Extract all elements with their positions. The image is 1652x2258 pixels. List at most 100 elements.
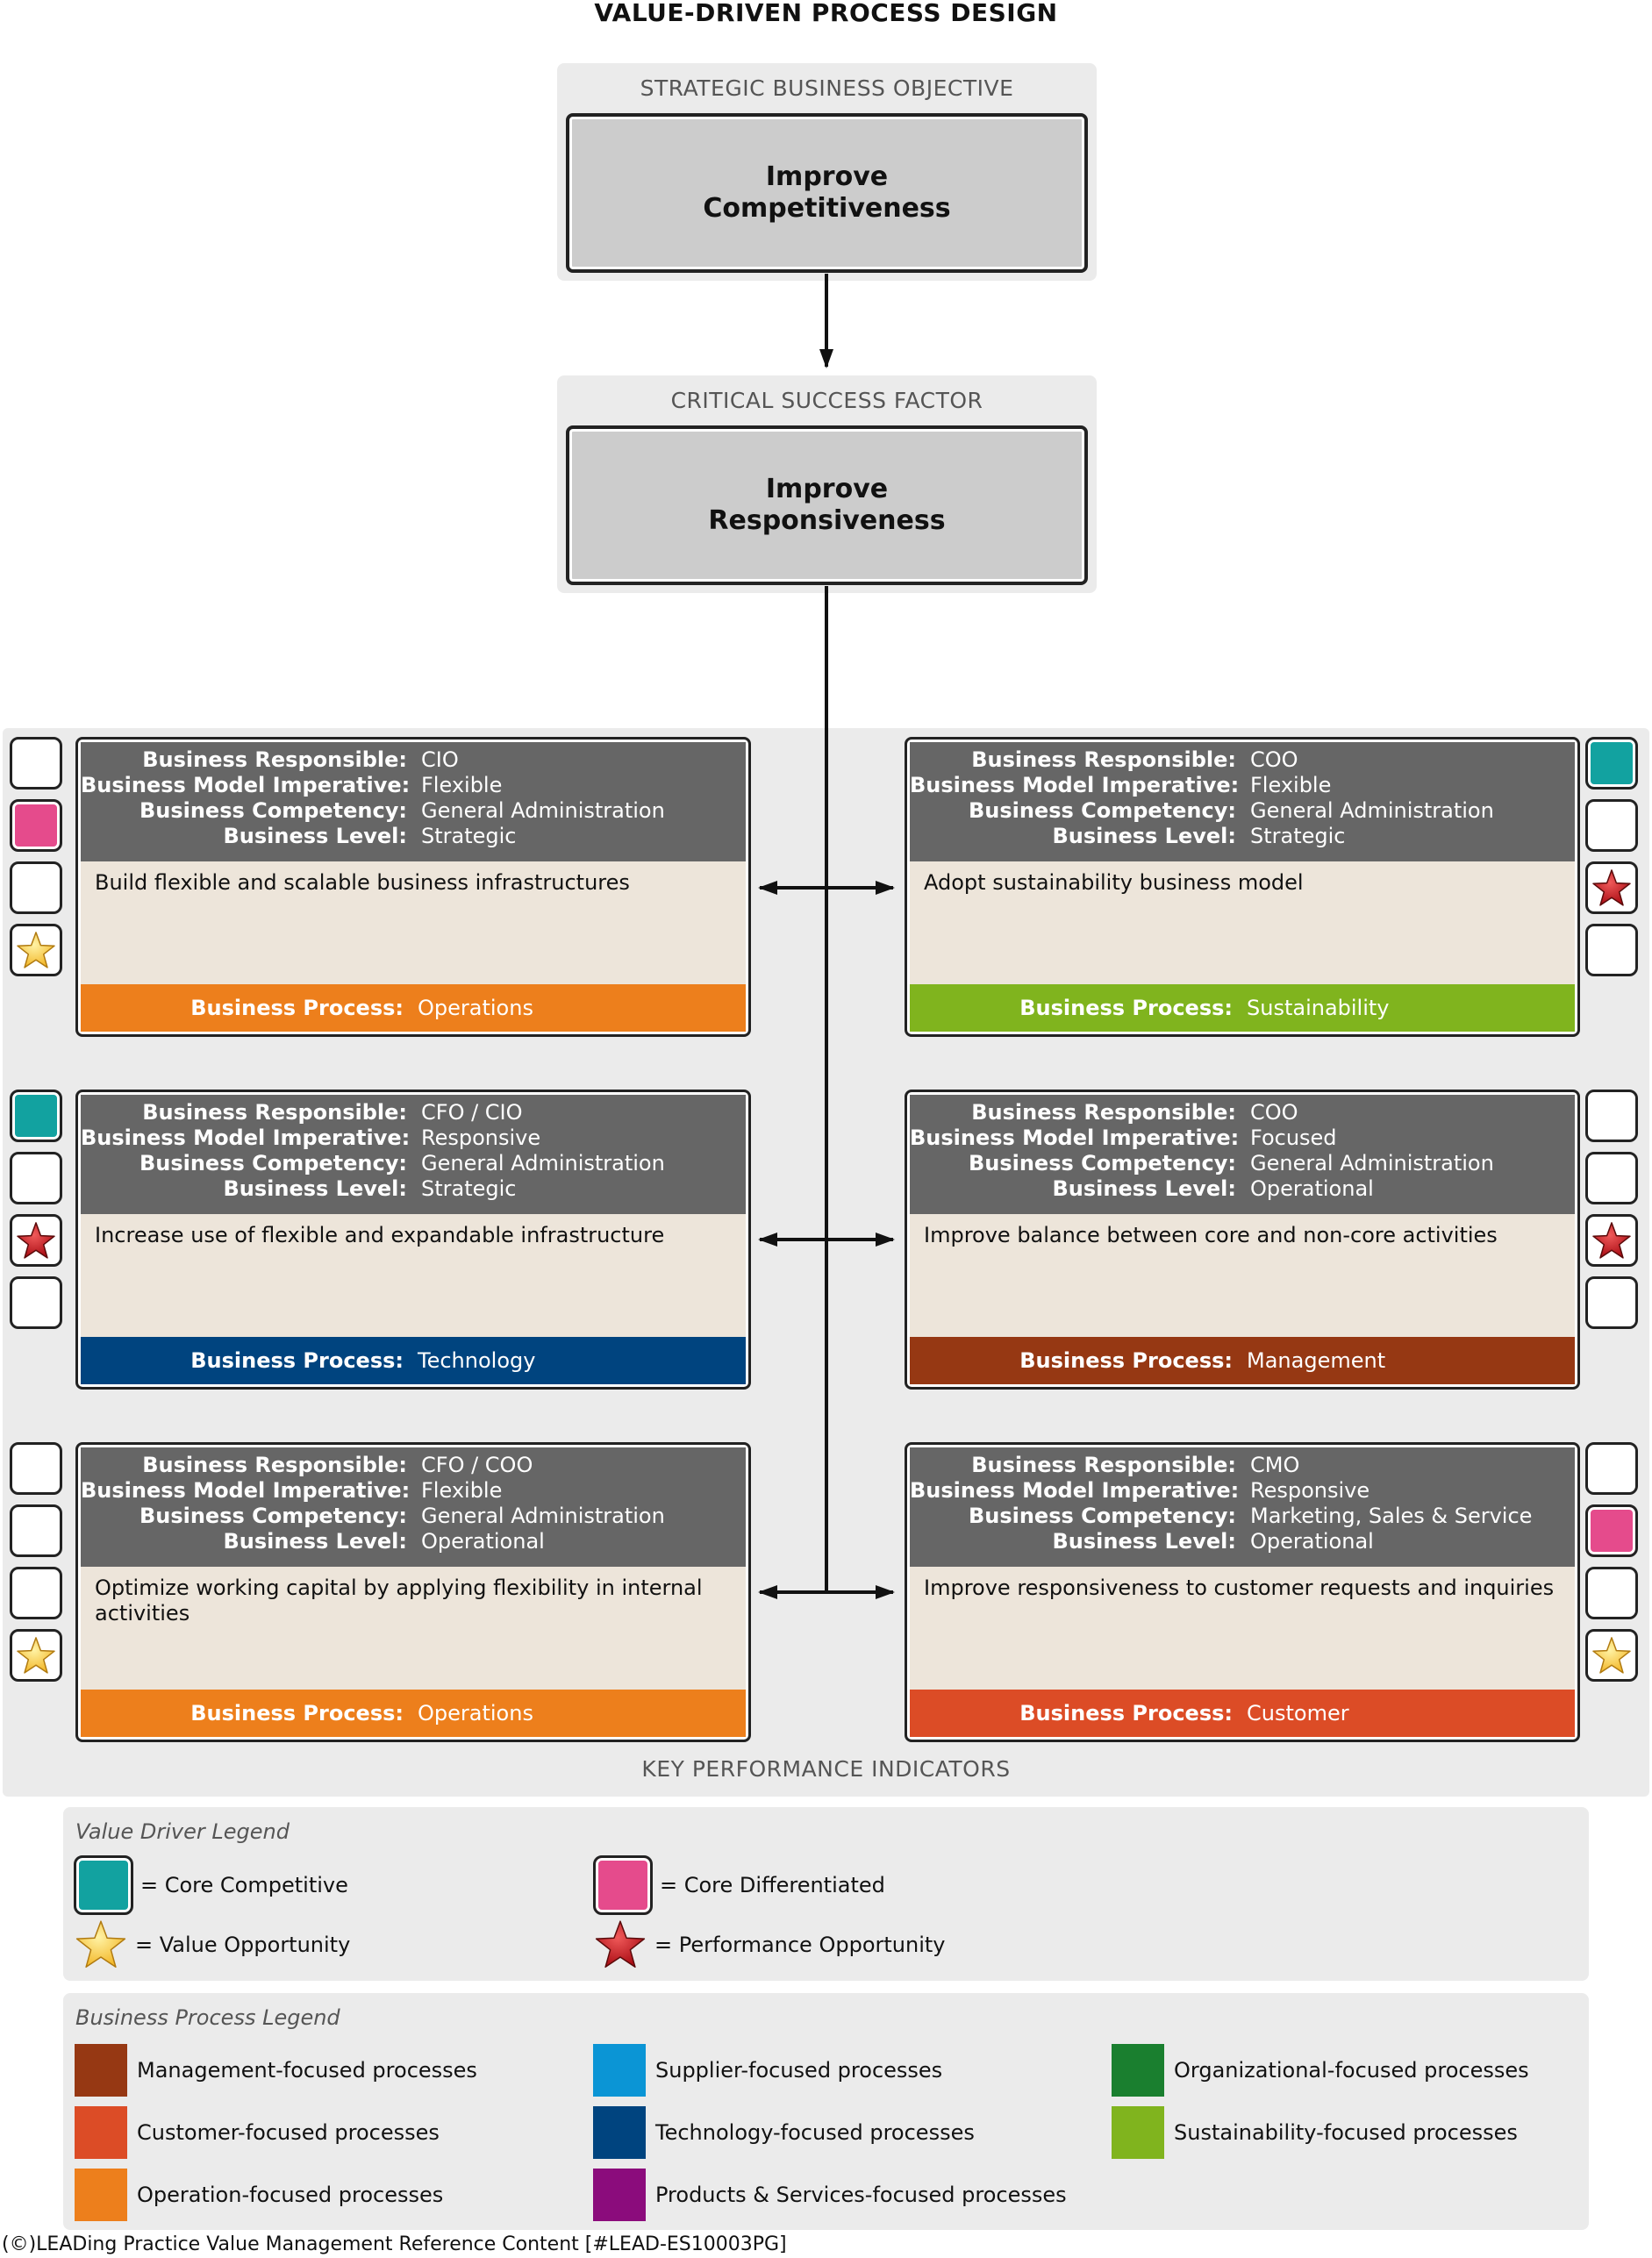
process-color-swatch — [593, 2169, 646, 2221]
value-driver-indicator-core-competitive[interactable] — [10, 1090, 62, 1142]
business-model-imperative-value: Focused — [1250, 1125, 1337, 1150]
strategic-objective-label: STRATEGIC BUSINESS OBJECTIVE — [640, 75, 1014, 101]
business-responsible-label: Business Responsible: — [971, 1100, 1236, 1125]
business-responsible-label: Business Responsible: — [142, 1100, 407, 1125]
value-driver-indicator-empty[interactable] — [1585, 799, 1638, 852]
card-description: Improve responsiveness to customer reque… — [924, 1576, 1555, 1600]
legend-label: = Core Differentiated — [660, 1873, 885, 1897]
business-level-row: Business Level:Operational — [910, 1529, 1575, 1554]
business-model-imperative-row: Business Model Imperative: Focused — [910, 1125, 1575, 1151]
business-level-label: Business Level: — [1052, 1529, 1237, 1554]
value-driver-indicator-performance-opportunity[interactable] — [1585, 861, 1638, 914]
business-model-imperative-row: Business Model Imperative:Responsive — [81, 1125, 746, 1151]
business-process-bar: Business Process:Technology — [81, 1337, 746, 1384]
core-differentiated-swatch — [593, 1855, 653, 1915]
process-legend-label: Products & Services-focused processes — [655, 2183, 1067, 2207]
critical-success-factor-box[interactable]: Improve Responsiveness — [566, 425, 1088, 585]
value-driver-indicator-core-differentiated[interactable] — [1585, 1504, 1638, 1557]
business-process-label: Business Process: — [1019, 1348, 1233, 1373]
value-opportunity-star-icon — [1591, 1635, 1632, 1676]
business-level-value: Strategic — [421, 824, 517, 848]
value-driver-indicator-value-opportunity[interactable] — [10, 924, 62, 976]
value-driver-indicator-empty[interactable] — [10, 1567, 62, 1619]
business-model-imperative-row: Business Model Imperative:Flexible — [910, 773, 1575, 798]
card-description: Optimize working capital by applying fle… — [95, 1576, 703, 1626]
business-responsible-value: COO — [1250, 747, 1298, 772]
business-process-bar: Business Process:Sustainability — [910, 984, 1575, 1032]
business-model-imperative-label: Business Model Imperative: — [910, 1125, 1240, 1150]
performance-opportunity-star-icon — [1591, 868, 1632, 908]
value-driver-indicator-empty[interactable] — [10, 861, 62, 914]
value-driver-indicator-empty[interactable] — [1585, 1090, 1638, 1142]
value-driver-indicator-performance-opportunity[interactable] — [10, 1214, 62, 1267]
business-competency-value: Marketing, Sales & Service — [1250, 1504, 1533, 1528]
value-driver-indicator-empty[interactable] — [10, 1442, 62, 1495]
business-process-value: Operations — [418, 996, 533, 1020]
business-process-legend-title: Business Process Legend — [75, 2005, 340, 2030]
process-legend-item: Supplier-focused processes — [593, 2044, 942, 2097]
process-color-swatch — [593, 2044, 646, 2097]
business-level-label: Business Level: — [223, 824, 408, 848]
legend-item-core-differentiated: = Core Differentiated — [593, 1855, 885, 1915]
business-level-value: Strategic — [421, 1176, 517, 1201]
card-description: Improve balance between core and non-cor… — [924, 1223, 1498, 1247]
value-driver-indicator-value-opportunity[interactable] — [1585, 1629, 1638, 1682]
business-competency-value: General Administration — [1250, 798, 1494, 823]
business-responsible-label: Business Responsible: — [971, 1453, 1236, 1477]
business-model-imperative-label: Business Model Imperative: — [81, 773, 411, 797]
value-driver-indicator-empty[interactable] — [1585, 1152, 1638, 1204]
strategic-objective-box[interactable]: Improve Competitiveness — [566, 113, 1088, 273]
value-driver-indicator-core-competitive[interactable] — [1585, 737, 1638, 790]
business-responsible-label: Business Responsible: — [971, 747, 1236, 772]
page-title: VALUE-DRIVEN PROCESS DESIGN — [594, 0, 1058, 27]
business-process-bar: Business Process:Operations — [81, 984, 746, 1032]
value-driver-indicator-empty[interactable] — [10, 737, 62, 790]
process-legend-item: Management-focused processes — [75, 2044, 477, 2097]
business-process-label: Business Process: — [190, 1348, 404, 1373]
business-responsible-row: Business Responsible:CFO / COO — [81, 1453, 746, 1478]
value-driver-indicator-empty[interactable] — [1585, 1567, 1638, 1619]
process-legend-label: Customer-focused processes — [137, 2120, 440, 2145]
legend-label: = Performance Opportunity — [654, 1933, 946, 1957]
business-competency-row: Business Competency:General Administrati… — [81, 1151, 746, 1176]
business-competency-label: Business Competency: — [968, 798, 1236, 823]
business-process-label: Business Process: — [1019, 1701, 1233, 1726]
card-description: Increase use of flexible and expandable … — [95, 1223, 665, 1247]
core-competitive-swatch — [74, 1855, 133, 1915]
business-competency-label: Business Competency: — [139, 798, 407, 823]
business-level-label: Business Level: — [1052, 1176, 1237, 1201]
value-driver-indicator-empty[interactable] — [1585, 1442, 1638, 1495]
business-process-value: Management — [1247, 1348, 1386, 1373]
value-driver-indicator-empty[interactable] — [10, 1276, 62, 1329]
business-competency-value: General Administration — [421, 798, 665, 823]
business-model-imperative-value: Flexible — [421, 1478, 503, 1503]
performance-opportunity-star-icon — [1591, 1220, 1632, 1261]
business-level-row: Business Level:Strategic — [910, 824, 1575, 849]
value-driver-indicator-empty[interactable] — [1585, 924, 1638, 976]
process-legend-label: Management-focused processes — [137, 2058, 477, 2083]
business-responsible-label: Business Responsible: — [142, 1453, 407, 1477]
value-driver-indicator-empty[interactable] — [10, 1504, 62, 1557]
business-model-imperative-row: Business Model Imperative:Flexible — [81, 773, 746, 798]
process-color-swatch — [75, 2106, 127, 2159]
process-legend-item: Organizational-focused processes — [1112, 2044, 1529, 2097]
business-model-imperative-value: Flexible — [1250, 773, 1332, 797]
value-driver-indicator-core-differentiated[interactable] — [10, 799, 62, 852]
business-responsible-row: Business Responsible: COO — [910, 747, 1575, 773]
value-opportunity-star-icon — [16, 1635, 56, 1676]
value-driver-indicator-empty[interactable] — [1585, 1276, 1638, 1329]
value-driver-indicator-value-opportunity[interactable] — [10, 1629, 62, 1682]
value-driver-indicator-empty[interactable] — [10, 1152, 62, 1204]
business-process-bar: Business Process: Management — [910, 1337, 1575, 1384]
value-driver-indicator-performance-opportunity[interactable] — [1585, 1214, 1638, 1267]
business-competency-row: Business Competency: Marketing, Sales & S… — [910, 1504, 1575, 1529]
business-competency-value: General Administration — [421, 1504, 665, 1528]
business-competency-label: Business Competency: — [968, 1504, 1236, 1528]
